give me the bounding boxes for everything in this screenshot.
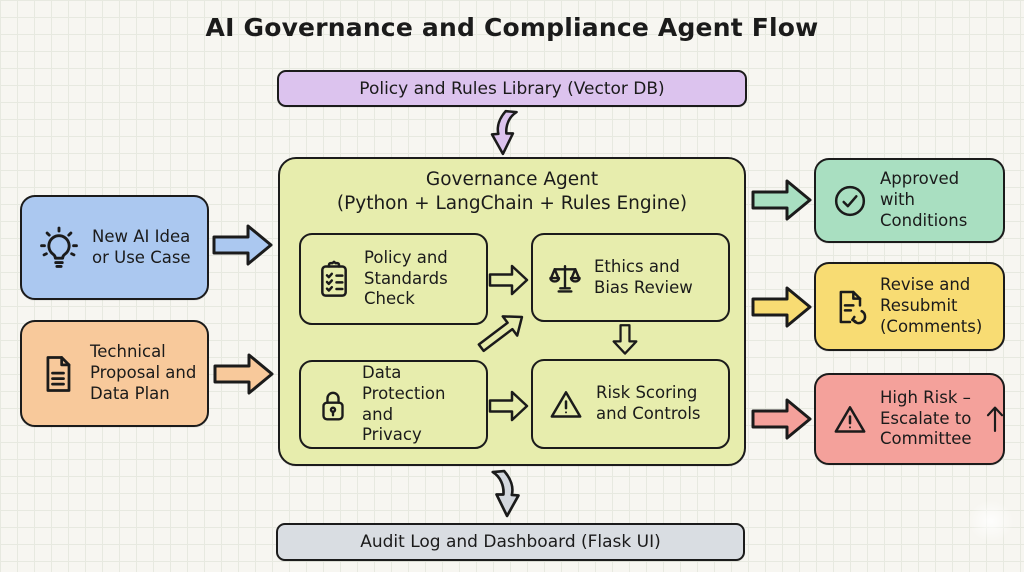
policy-to-ethics-arrow [488,263,530,297]
module-data-protection-privacy-label: Data Protection and Privacy [362,362,446,445]
scales-icon [546,259,584,297]
audit-log-label: Audit Log and Dashboard (Flask UI) [360,532,661,552]
lightbulb-icon [36,225,82,271]
governance-agent-subtitle: (Python + LangChain + Rules Engine) [336,193,688,215]
agent-to-highrisk-arrow [751,396,813,442]
document-revise-icon [830,287,870,327]
input-new-ai-idea: New AI Idea or Use Case [20,195,209,300]
data-to-risk-arrow [488,389,530,423]
agent-to-revise-arrow [751,284,813,330]
data-to-ethics-diagonal-arrow [471,303,534,361]
outcome-high-risk-label: High Risk – Escalate to Committee [880,387,972,449]
module-risk-scoring-controls-label: Risk Scoring and Controls [596,383,701,423]
governance-agent-title: Governance Agent [425,169,599,190]
input-new-ai-idea-label: New AI Idea or Use Case [92,226,191,267]
page-title: AI Governance and Compliance Agent Flow [205,13,819,42]
clipboard-check-icon [314,259,354,299]
agent-to-approved-arrow [751,177,813,223]
idea-to-agent-arrow [212,222,274,268]
input-technical-proposal-label: Technical Proposal and Data Plan [90,342,197,403]
agent-to-audit-arrow [487,466,529,522]
up-arrow-icon [982,402,1008,436]
policy-library-node: Policy and Rules Library (Vector DB) [277,70,747,107]
module-ethics-bias-review: Ethics and Bias Review [531,233,730,322]
outcome-revise-label: Revise and Resubmit (Comments) [880,275,983,336]
warning-triangle-icon [546,384,586,424]
module-ethics-bias-review-label: Ethics and Bias Review [594,256,693,297]
check-circle-icon [830,181,870,221]
outcome-high-risk: High Risk – Escalate to Committee [814,373,1005,465]
module-data-protection-privacy: Data Protection and Privacy [299,360,488,449]
audit-log-node: Audit Log and Dashboard (Flask UI) [276,523,745,561]
library-to-agent-arrow [482,107,522,159]
warning-triangle-icon [830,399,870,439]
module-risk-scoring-controls: Risk Scoring and Controls [531,359,730,449]
governance-agent-heading: Governance Agent (Python + LangChain + R… [280,168,744,217]
policy-library-label: Policy and Rules Library (Vector DB) [359,78,665,99]
input-technical-proposal: Technical Proposal and Data Plan [20,320,209,427]
module-policy-standards-check: Policy and Standards Check [299,233,488,325]
module-policy-standards-check-label: Policy and Standards Check [364,247,448,309]
outcome-revise: Revise and Resubmit (Comments) [814,262,1005,351]
ethics-to-risk-arrow [611,322,639,356]
lock-icon [314,386,352,424]
watermark-smudge [968,500,1014,542]
outcome-approved-label: Approved with Conditions [880,169,968,230]
outcome-approved: Approved with Conditions [814,158,1005,243]
document-icon [36,352,80,396]
proposal-to-agent-arrow [213,351,275,397]
governance-agent-node: Governance Agent (Python + LangChain + R… [278,157,746,466]
